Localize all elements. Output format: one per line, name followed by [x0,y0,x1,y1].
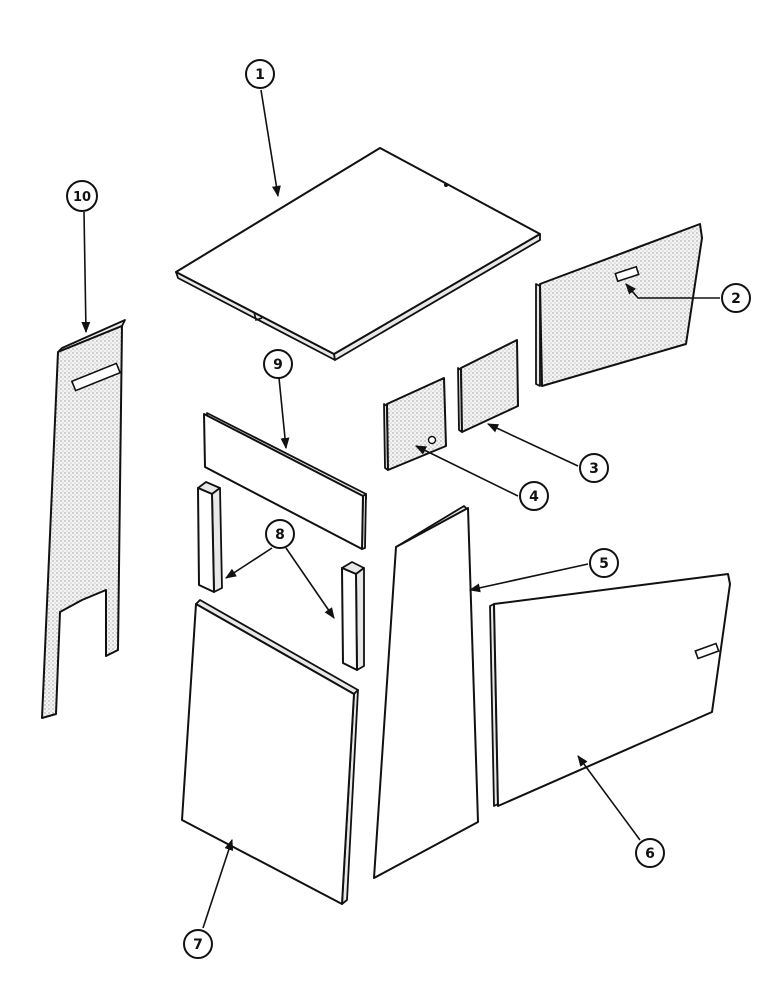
callout-5: 5 [589,548,619,578]
part-4-small-panel [383,377,447,471]
part-9-cross-bar [203,412,367,550]
callout-4: 4 [519,481,549,511]
callout-3-label: 3 [589,461,599,477]
callout-7: 7 [183,929,213,959]
callout-9-label: 9 [273,357,283,373]
callout-10-label: 10 [73,190,91,205]
part-3-small-panel [457,339,519,433]
callout-2-label: 2 [731,291,741,307]
callout-6: 6 [635,838,665,868]
callout-1: 1 [245,59,275,89]
part-10-leg-panel [41,319,126,719]
part-2-side-panel [535,223,703,387]
callout-2: 2 [721,283,751,313]
callout-3: 3 [579,453,609,483]
callout-10: 10 [66,180,98,212]
callout-9: 9 [263,349,293,379]
part-1-top-panel [175,147,541,361]
callout-5-label: 5 [599,556,609,572]
callout-8: 8 [265,519,295,549]
callout-7-label: 7 [193,937,203,953]
callout-1-label: 1 [255,67,265,83]
callout-4-label: 4 [529,489,539,505]
part-8-post-left [197,481,223,593]
part-6-lower-panel [489,573,731,807]
callout-6-label: 6 [645,846,655,862]
callout-8-label: 8 [275,527,285,543]
part-5-tapered-panel [373,505,479,879]
part-7-front-panel [181,599,359,905]
leader-lines [81,89,720,929]
part-8-post-right [341,561,365,671]
